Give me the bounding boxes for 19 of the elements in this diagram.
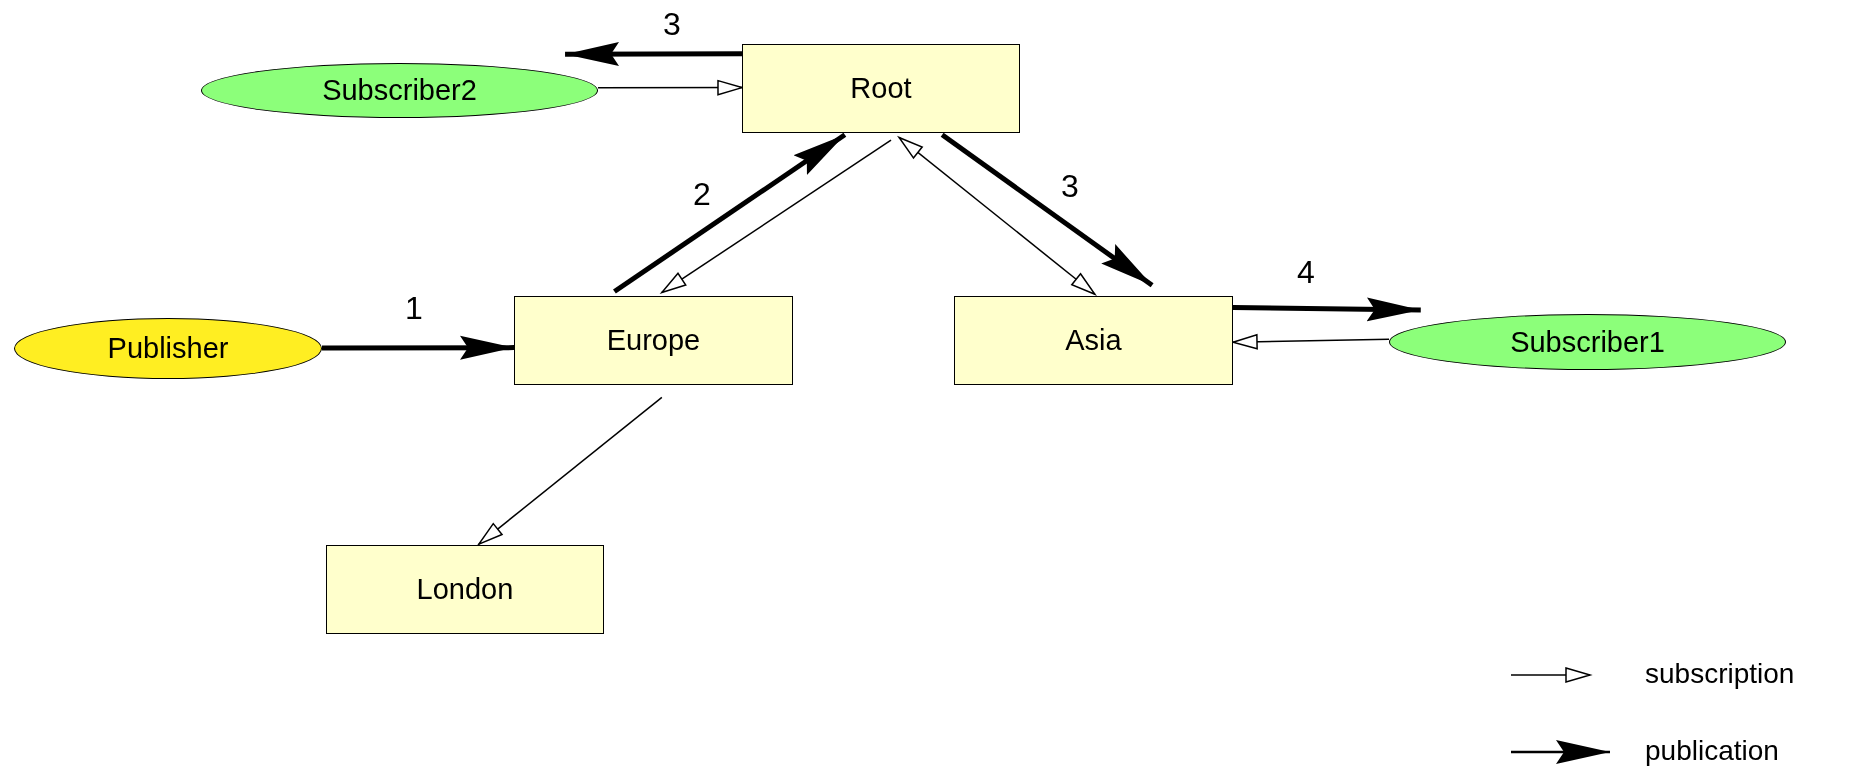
- publisher-ellipse: Publisher: [14, 318, 322, 379]
- subscription-arrow: [898, 136, 1096, 295]
- publication-arrow: [565, 42, 742, 67]
- subscription-arrow: [478, 396, 663, 545]
- subscription-arrow: [661, 139, 892, 294]
- broker-box: Root: [742, 44, 1020, 133]
- broker-box: Asia: [954, 296, 1233, 385]
- publication-arrow: [1232, 297, 1421, 322]
- publication-arrow: [322, 335, 514, 360]
- legend-label: subscription: [1645, 660, 1795, 688]
- subscription-arrow: [1232, 334, 1390, 350]
- publication-arrow: [613, 132, 847, 294]
- subscription-arrow: [597, 79, 743, 96]
- subscriber-ellipse: Subscriber2: [201, 63, 598, 118]
- subscriber-ellipse: Subscriber1: [1389, 314, 1786, 370]
- legend-label: publication: [1645, 737, 1779, 765]
- broker-box: Europe: [514, 296, 793, 385]
- publication-arrow: [940, 132, 1154, 288]
- broker-box: London: [326, 545, 604, 634]
